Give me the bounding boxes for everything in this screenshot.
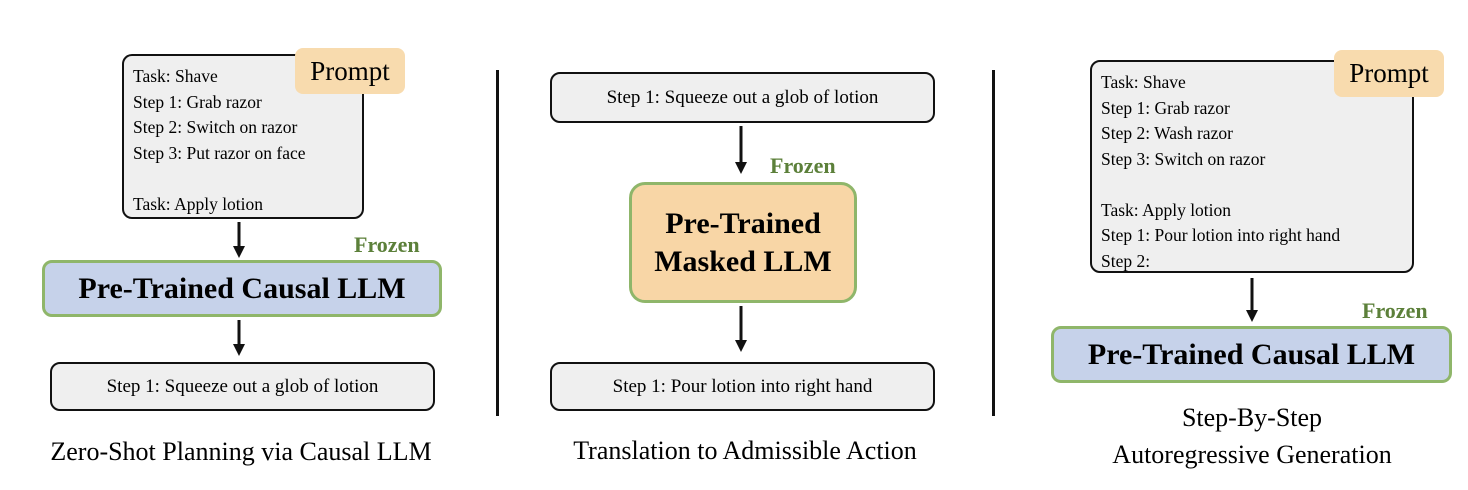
output-box-2: Step 1: Pour lotion into right hand xyxy=(550,362,935,411)
arrow-down-icon xyxy=(735,126,747,174)
prompt-line: Step 2: Switch on razor xyxy=(133,117,298,137)
model-line: Masked LLM xyxy=(654,244,832,278)
prompt-tag-1: Prompt xyxy=(295,48,405,94)
frozen-label-2: Frozen xyxy=(770,153,836,178)
frozen-label-3: Frozen xyxy=(1362,298,1428,323)
output-box-1: Step 1: Squeeze out a glob of lotion xyxy=(50,362,435,411)
caption-3: Step-By-Step Autoregressive Generation xyxy=(1010,399,1468,473)
caption-1: Zero-Shot Planning via Causal LLM xyxy=(50,437,432,466)
arrow-down-icon xyxy=(233,320,245,356)
prompt-line: Step 1: Grab razor xyxy=(133,91,262,112)
divider xyxy=(992,70,995,416)
divider xyxy=(496,70,499,416)
prompt-tag-3: Prompt xyxy=(1334,50,1444,97)
masked-llm-box: Pre-Trained Masked LLM xyxy=(629,182,857,303)
prompt-line xyxy=(1101,172,1412,198)
prompt-line: Task: Apply lotion xyxy=(133,193,264,214)
causal-llm-box-3: Pre-Trained Causal LLM xyxy=(1051,326,1452,383)
caption-line: Autoregressive Generation xyxy=(1112,440,1392,469)
prompt-line: Task: Apply lotion xyxy=(1101,199,1232,220)
prompt-line: Step 1: Pour lotion into right hand xyxy=(1101,225,1341,245)
prompt-line xyxy=(133,166,362,192)
prompt-line: Step 1: Grab razor xyxy=(1101,97,1230,118)
caption-line: Step-By-Step xyxy=(1181,403,1323,432)
prompt-line: Step 2: Wash razor xyxy=(1101,123,1233,143)
input-box-2: Step 1: Squeeze out a glob of lotion xyxy=(550,72,935,123)
prompt-line: Task: Shave xyxy=(133,66,218,86)
frozen-label-1: Frozen xyxy=(354,232,420,257)
caption-2: Translation to Admissible Action xyxy=(573,436,917,465)
model-line: Pre-Trained xyxy=(665,206,821,240)
prompt-line: Step 3: Put razor on face xyxy=(133,142,306,163)
causal-llm-box-1: Pre-Trained Causal LLM xyxy=(42,260,442,317)
arrow-down-icon xyxy=(735,306,747,352)
arrow-down-icon xyxy=(233,222,245,258)
prompt-line: Task: Shave xyxy=(1101,72,1186,92)
prompt-line: Step 3: Switch on razor xyxy=(1101,148,1266,169)
prompt-line: Step 2: xyxy=(1101,250,1151,271)
arrow-down-icon xyxy=(1246,278,1258,322)
